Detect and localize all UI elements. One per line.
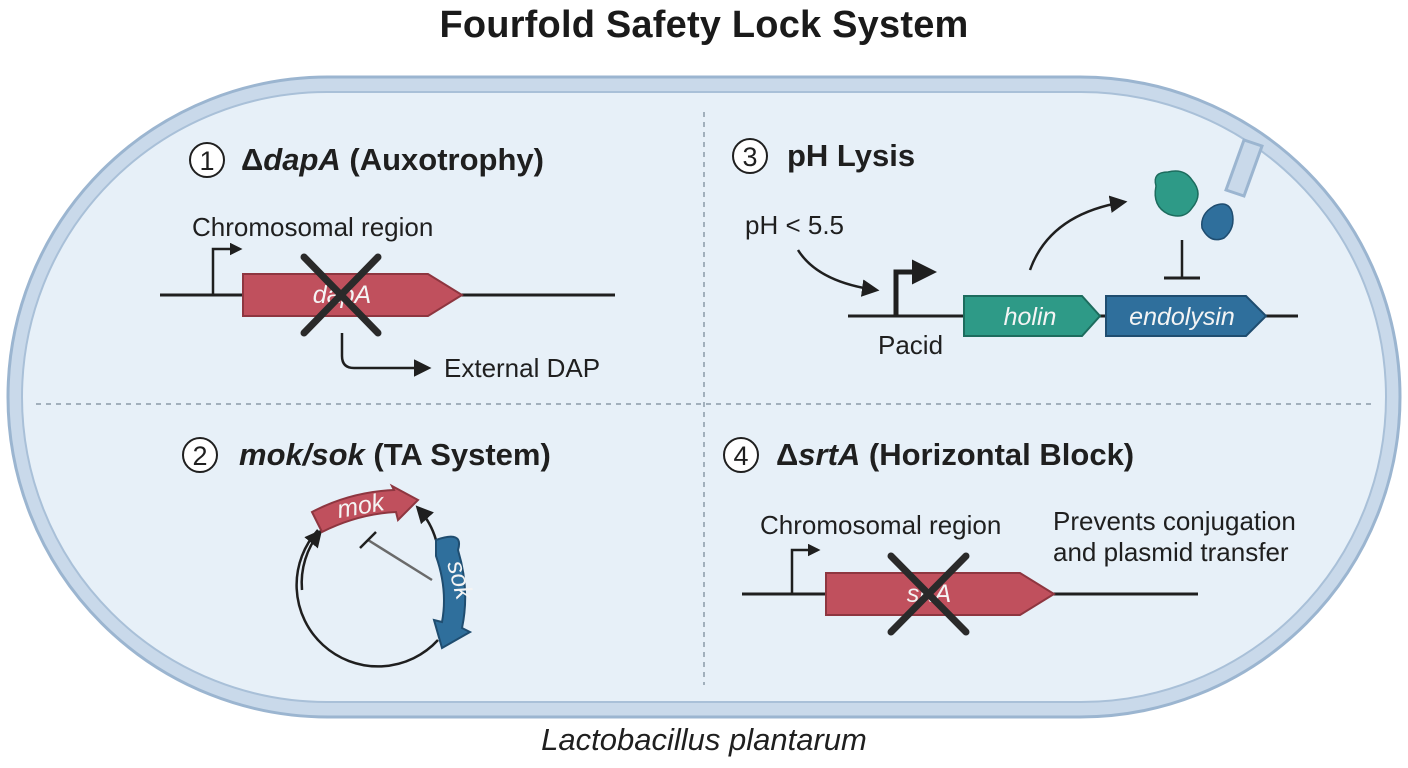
panel-2-number: 2 [192,441,207,471]
panel-1-external-arrow [340,333,432,377]
panel-1-number: 1 [199,146,214,176]
endolysin-protein [1201,203,1234,241]
panel-4-region-label: Chromosomal region [760,510,1001,540]
expression-arrow [1028,195,1128,271]
panel-4-number: 4 [733,441,748,471]
holin-protein [1154,170,1199,217]
panel-4-knockout-cross [887,552,970,636]
ph-trigger-arrow [796,249,880,297]
panel-4-note-line-2: and plasmid transfer [1053,537,1289,567]
panel-4-number-badge [723,437,759,473]
panel-1-promoter-arrow [211,242,243,295]
mok-gene-block [310,483,420,534]
panel-ph-lysis: 3 pH Lysis pH < 5.5 Pacid holin endolysi… [732,138,1298,360]
panel-3-number-badge [732,138,768,174]
diagram-title: Fourfold Safety Lock System [439,4,969,46]
holin-gene-block [963,295,1102,337]
ph-trigger-label: pH < 5.5 [745,210,844,240]
plasmid-backbone [295,529,439,668]
panel-4-heading: ΔsrtA (Horizontal Block) [776,437,1134,472]
panel-1-output-label: External DAP [444,353,600,383]
inhibition-bar [359,531,377,549]
panel-4-gene-block [825,572,1056,616]
panel-1-knockout-cross [300,253,382,337]
holin-label: holin [1004,303,1057,331]
organism-caption: Lactobacillus plantarum [541,722,867,757]
panel-1-gene-block [242,273,464,317]
pilus [1224,138,1264,198]
panel-srta: 4 ΔsrtA (Horizontal Block) Chromosomal r… [723,437,1296,636]
sok-inhibits-mok [367,538,433,582]
endolysin-gene-block [1105,295,1268,337]
panel-4-promoter-arrow [790,543,821,594]
panel-1-region-label: Chromosomal region [192,212,433,242]
panel-1-number-badge [189,142,225,178]
panel-mok-sok: 2 mok/sok (TA System) mok sok [182,437,551,668]
panel-2-number-badge [182,437,218,473]
sok-gene-block [432,535,473,650]
endolysin-label: endolysin [1129,303,1235,331]
panel-4-note-line-1: Prevents conjugation [1053,506,1296,536]
plasmid-arrow-left [300,529,323,591]
plasmid-arrow-right [415,505,438,541]
panel-1-heading: ΔdapA (Auxotrophy) [241,142,544,177]
panel-dapa: 1 ΔdapA (Auxotrophy) Chromosomal region … [160,142,615,383]
panel-3-heading: pH Lysis [787,138,915,173]
pacid-label: Pacid [878,330,943,360]
pacid-promoter-arrow [893,259,937,316]
panel-2-heading: mok/sok (TA System) [239,437,551,472]
panel-3-number: 3 [742,142,757,172]
